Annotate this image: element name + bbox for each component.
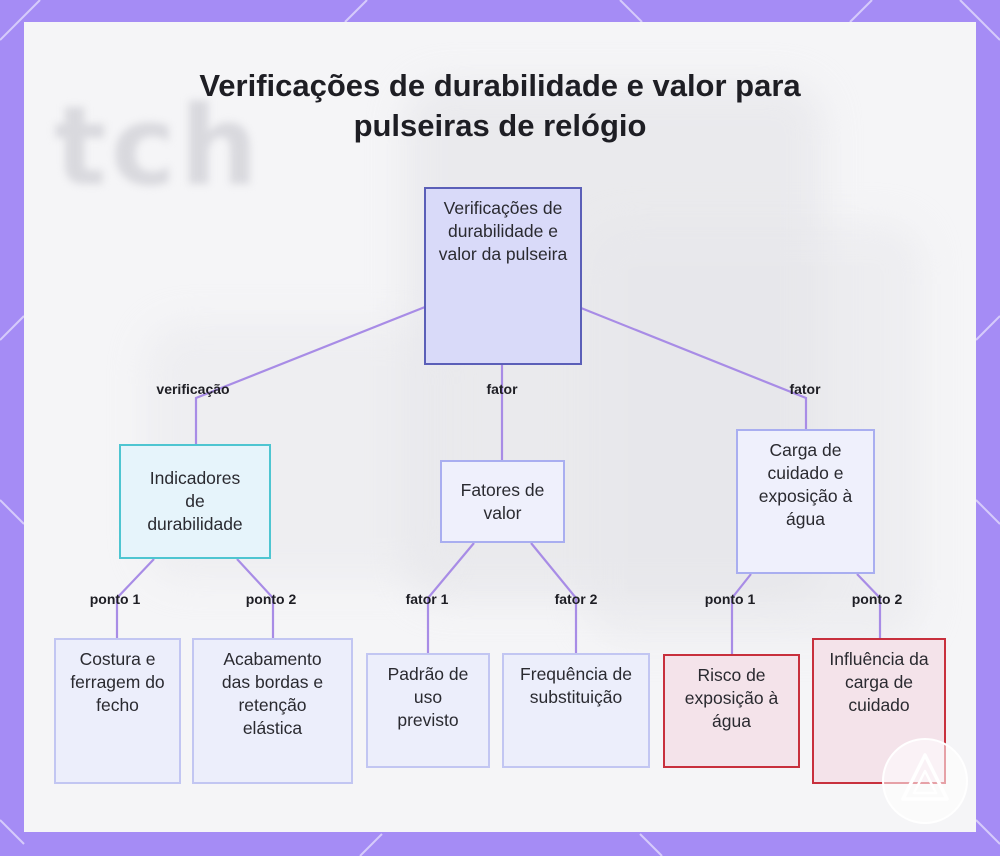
triangle-logo-icon: [882, 738, 968, 824]
edge-care-water: [730, 573, 752, 655]
node-edge-finish: Acabamento das bordas e retenção elástic…: [192, 638, 353, 784]
node-durability-indicators: Indicadores de durabilidade: [119, 444, 271, 559]
node-care-load-label: Influência da carga de cuidado: [829, 649, 929, 715]
edge-label-ponto-2: ponto 2: [245, 591, 297, 607]
node-edge-finish-label: Acabamento das bordas e retenção elástic…: [221, 649, 324, 738]
edge-label-verificacao: verificação: [156, 381, 230, 397]
edge-root-durability: [194, 305, 426, 445]
edge-label-ponto-1: ponto 1: [89, 591, 141, 607]
edge-label-fator-1: fator 1: [405, 591, 449, 607]
node-replacement-label: Frequência de substituição: [520, 664, 632, 707]
edge-care-careload: [856, 573, 882, 639]
edge-label-fator-2: fator 2: [554, 591, 598, 607]
edge-label-ponto-2: ponto 2: [851, 591, 903, 607]
node-stitching-label: Costura e ferragem do fecho: [70, 649, 165, 715]
node-care-exposure: Carga de cuidado e exposição à água: [736, 429, 875, 574]
background-watermark-text: tch: [54, 82, 263, 210]
node-water-label: Risco de exposição à água: [684, 665, 779, 731]
edge-durability-stitching: [115, 558, 155, 639]
node-root-label: Verificações de durabilidade e valor da …: [438, 198, 568, 264]
node-replacement-frequency: Frequência de substituição: [502, 653, 650, 768]
node-durability-label: Indicadores de durabilidade: [147, 468, 243, 534]
edge-label-fator: fator: [789, 381, 821, 397]
node-stitching-clasp: Costura e ferragem do fecho: [54, 638, 181, 784]
node-care-load: Influência da carga de cuidado: [812, 638, 946, 784]
edge-value-usage: [426, 542, 475, 654]
node-usage-pattern: Padrão de uso previsto: [366, 653, 490, 768]
page-title: Verificações de durabilidade e valor par…: [199, 68, 801, 143]
edge-label-ponto-1: ponto 1: [704, 591, 756, 607]
edge-label-fator: fator: [486, 381, 518, 397]
node-care-label: Carga de cuidado e exposição à água: [758, 440, 853, 529]
node-usage-label: Padrão de uso previsto: [387, 664, 469, 730]
node-root: Verificações de durabilidade e valor da …: [424, 187, 582, 365]
edge-root-care: [580, 306, 808, 430]
node-value-label: Fatores de valor: [460, 479, 545, 523]
edge-value-replacement: [530, 542, 578, 654]
node-value-factors: Fatores de valor: [440, 460, 565, 543]
node-water-risk: Risco de exposição à água: [663, 654, 800, 768]
edge-durability-edges: [236, 558, 275, 639]
